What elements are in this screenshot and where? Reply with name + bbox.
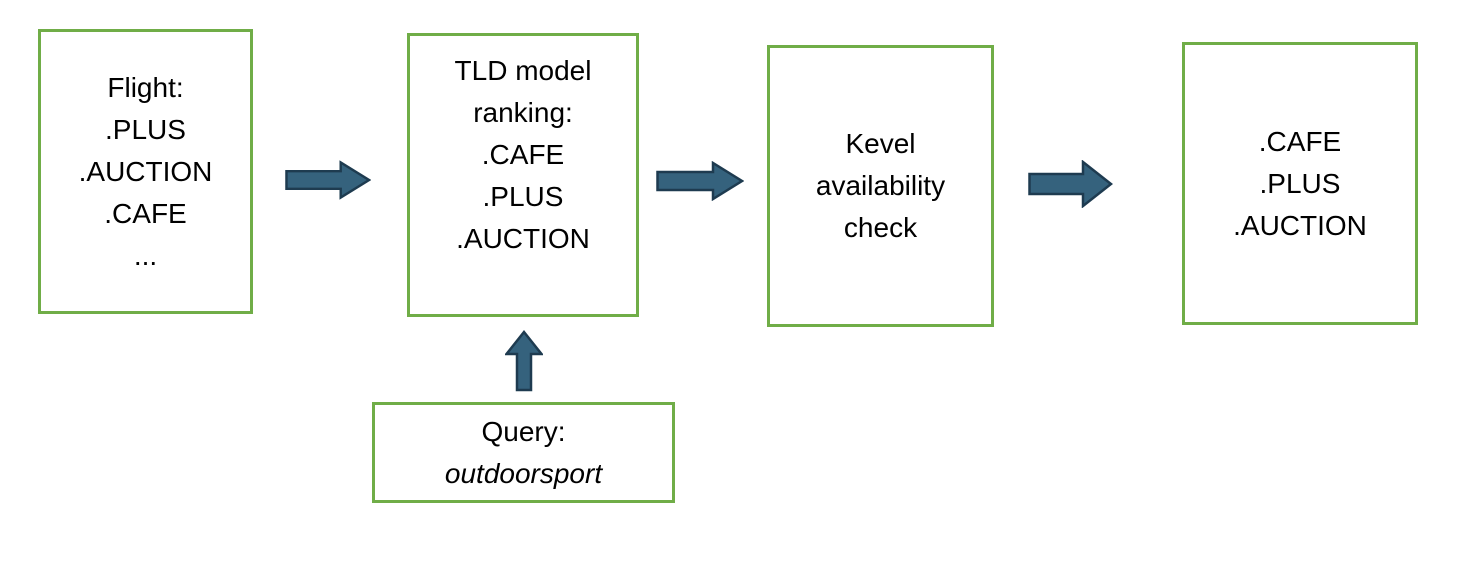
query-box: Query: outdoorsport [372, 402, 675, 503]
flight-box-item: .CAFE [104, 197, 187, 229]
result-box-item: .AUCTION [1233, 209, 1367, 241]
tld-ranking-box-item: .CAFE [481, 139, 565, 170]
arrow-right-icon [285, 160, 371, 200]
result-box: .CAFE .PLUS .AUCTION [1182, 42, 1418, 325]
arrow-right-icon [1028, 160, 1113, 208]
flight-box-item: .AUCTION [78, 155, 213, 187]
flight-box-title: Flight: [107, 71, 184, 103]
tld-ranking-box-title: ranking: [473, 97, 573, 128]
arrow-right-icon [656, 161, 744, 201]
tld-ranking-box-item: .PLUS [482, 181, 564, 212]
query-box-label: Query: [481, 415, 566, 447]
flight-box-item: .PLUS [105, 113, 186, 145]
query-box-value: outdoorsport [444, 457, 603, 489]
flight-box-ellipsis: ... [133, 239, 158, 271]
result-box-item: .CAFE [1258, 125, 1342, 157]
result-box-item: .PLUS [1259, 167, 1341, 199]
kevel-check-box-text: Kevel [845, 128, 916, 159]
kevel-check-box: Kevel availability check [767, 45, 994, 327]
tld-ranking-box: TLD model ranking: .CAFE .PLUS .AUCTION [407, 33, 639, 317]
kevel-check-box-text: check [843, 212, 918, 243]
tld-ranking-box-item: .AUCTION [456, 223, 590, 254]
flight-box: Flight: .PLUS .AUCTION .CAFE ... [38, 29, 253, 314]
kevel-check-box-text: availability [815, 170, 946, 201]
arrow-up-icon [505, 330, 543, 392]
tld-ranking-box-title: TLD model [454, 55, 592, 86]
